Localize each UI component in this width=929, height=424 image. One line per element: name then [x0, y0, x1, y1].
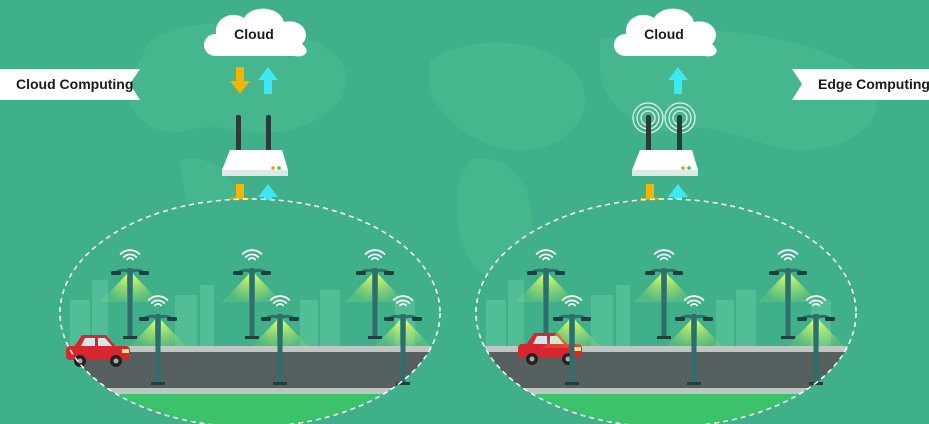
- grass: [476, 394, 856, 424]
- router-icon: [222, 115, 288, 176]
- network-boundary: [475, 198, 857, 424]
- cloud-icon: Cloud: [204, 8, 307, 57]
- cloud-icon: Cloud: [614, 8, 717, 57]
- cloud-label: Cloud: [234, 26, 274, 42]
- edge-router-icon: [632, 102, 698, 176]
- network-boundary: [59, 198, 441, 424]
- up-arrow-icon: [668, 184, 688, 211]
- cloud-label: Cloud: [644, 26, 684, 42]
- up-arrow-icon: [258, 184, 278, 211]
- cloud-router-arrows: [230, 67, 278, 94]
- cloud-computing-label: Cloud Computing: [16, 76, 133, 92]
- up-arrow-icon: [668, 67, 688, 94]
- edge-computing-banner: Edge Computing: [792, 69, 929, 100]
- down-arrow-icon: [230, 67, 250, 94]
- up-arrow-icon: [258, 67, 278, 94]
- grass: [60, 394, 440, 424]
- edge-computing-label: Edge Computing: [818, 76, 929, 92]
- cloud-computing-banner: Cloud Computing: [0, 69, 140, 100]
